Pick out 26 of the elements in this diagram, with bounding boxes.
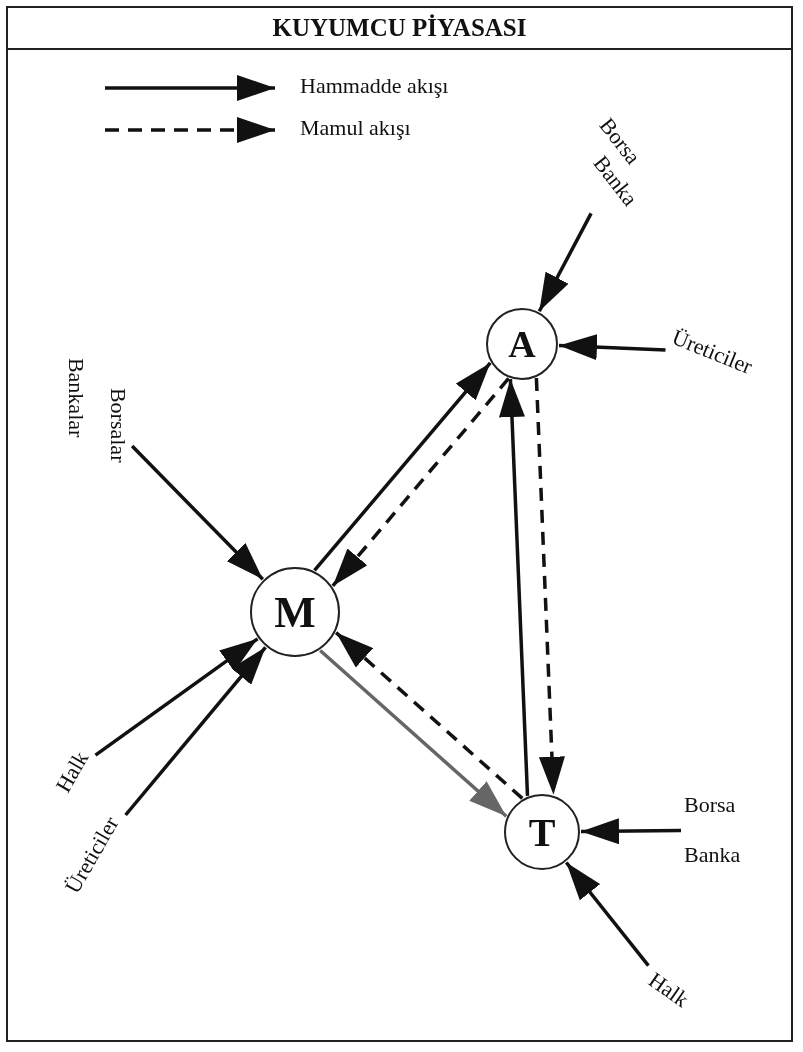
arrow [124,646,267,817]
source-label: Borsalar [105,387,130,463]
arrow [498,379,530,796]
arrow [334,631,524,800]
arrow [313,361,492,572]
node-letter: M [274,586,316,638]
legend-text: Hammadde akışı [300,73,449,99]
arrow [94,637,259,757]
arrow [534,377,565,795]
arrow [319,649,508,818]
node-letter: A [508,322,536,366]
arrow [581,818,681,845]
node-circle [250,567,340,657]
arrow [564,861,650,967]
arrow [537,212,593,313]
arrow [130,444,265,581]
source-label: Banka [684,843,741,868]
arrow [558,334,666,361]
node-letter: T [528,808,556,856]
legend-text: Mamul akışı [300,115,411,141]
arrow [331,377,510,588]
source-label: Bankalar [63,357,88,440]
source-label: Borsa [684,793,737,818]
node-circle [504,794,580,870]
node-circle [486,308,558,380]
source-label: Halk [643,967,693,1013]
